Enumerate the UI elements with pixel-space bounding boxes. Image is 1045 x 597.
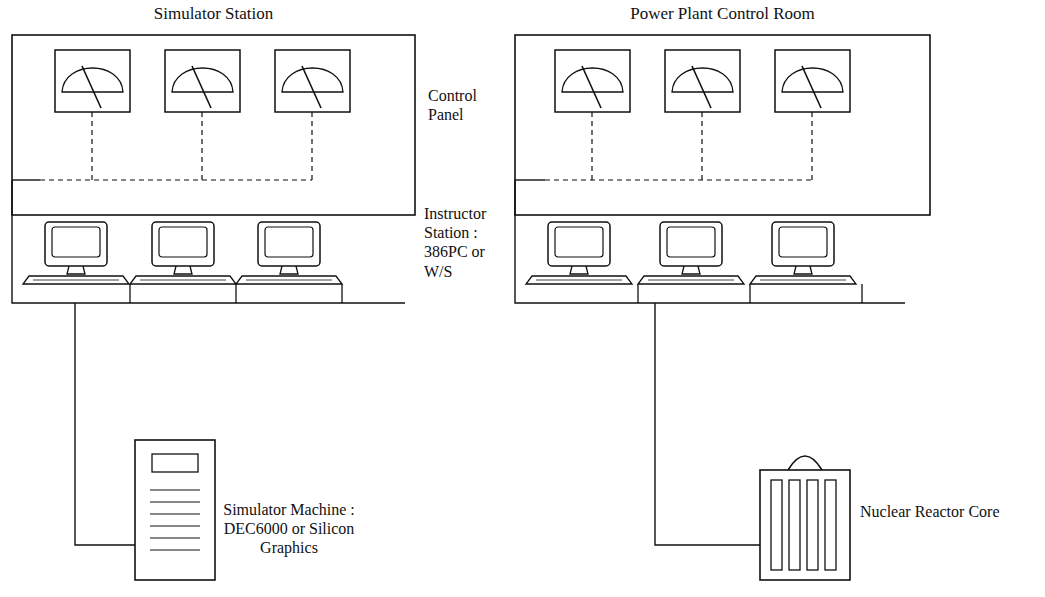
- station-heading: Simulator Station: [12, 4, 415, 24]
- simulator-machine-icon: [135, 440, 215, 580]
- equipment-name: Simulator Machine : DEC6000 or Silicon G…: [223, 500, 355, 558]
- signal-cable: [75, 303, 135, 545]
- simulator-panel: [12, 35, 415, 303]
- reactor-core-icon: [760, 456, 850, 580]
- signal-cable: [655, 303, 760, 545]
- station-area: Simulator Station: [12, 35, 415, 303]
- control-room-panel: [515, 35, 930, 303]
- equipment-name: Nuclear Reactor Core: [860, 502, 1030, 521]
- station-area: Power Plant Control Room: [515, 35, 930, 303]
- computer-tower: Simulator Machine : DEC6000 or Silicon G…: [135, 440, 215, 580]
- station-heading: Power Plant Control Room: [515, 4, 930, 24]
- part-label: Control Panel: [428, 86, 512, 124]
- part-label: Instructor Station : 386PC or W/S: [424, 204, 510, 281]
- reactor-core: Nuclear Reactor Core: [760, 440, 850, 580]
